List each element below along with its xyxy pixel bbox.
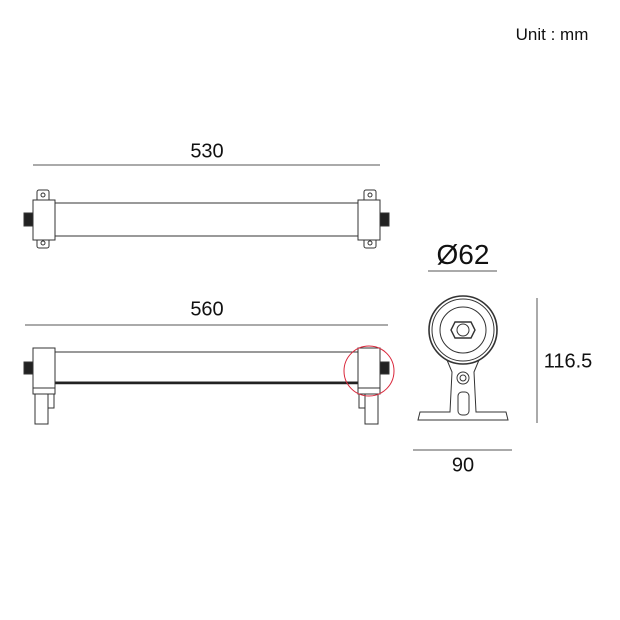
end-view (413, 270, 538, 451)
left-endcap-side (32, 347, 56, 389)
dimension-label-diameter: Ø62 (436, 239, 490, 270)
top-view (23, 164, 390, 249)
tube-side (54, 351, 359, 383)
dimension-label-width: 90 (451, 454, 475, 477)
left-connector (23, 212, 34, 227)
mount-hole (367, 240, 373, 246)
mount-hole (40, 240, 46, 246)
dimension-label-560: 560 (190, 298, 224, 321)
right-connector (379, 212, 390, 227)
mount-bracket (417, 359, 509, 421)
right-connector-side (379, 361, 390, 375)
right-bracket-plate (357, 387, 381, 395)
mount-hole (40, 192, 46, 198)
left-connector-side (23, 361, 34, 375)
right-bracket (364, 393, 379, 425)
pivot-bolt-center (459, 374, 467, 382)
tube-top (54, 202, 359, 237)
right-bracket-tab (358, 393, 366, 409)
body-outer-ring (428, 295, 498, 365)
mount-hole (367, 192, 373, 198)
unit-label: Unit : mm (515, 25, 589, 44)
dimension-label-height: 116.5 (543, 350, 593, 373)
hex-connector-icon (450, 321, 476, 339)
left-bracket-plate (32, 387, 56, 395)
side-view (23, 324, 395, 425)
adjust-slot (457, 391, 470, 416)
right-endcap (357, 199, 381, 241)
left-bracket (34, 393, 49, 425)
left-bracket-tab (47, 393, 55, 409)
connector-pins (456, 323, 470, 337)
pivot-bolt (456, 371, 470, 385)
detail-highlight-circle (343, 345, 395, 397)
left-endcap (32, 199, 56, 241)
dimension-label-530: 530 (190, 140, 224, 163)
right-endcap-side (357, 347, 381, 389)
lens-ring (439, 306, 487, 354)
body-ring (431, 298, 495, 362)
